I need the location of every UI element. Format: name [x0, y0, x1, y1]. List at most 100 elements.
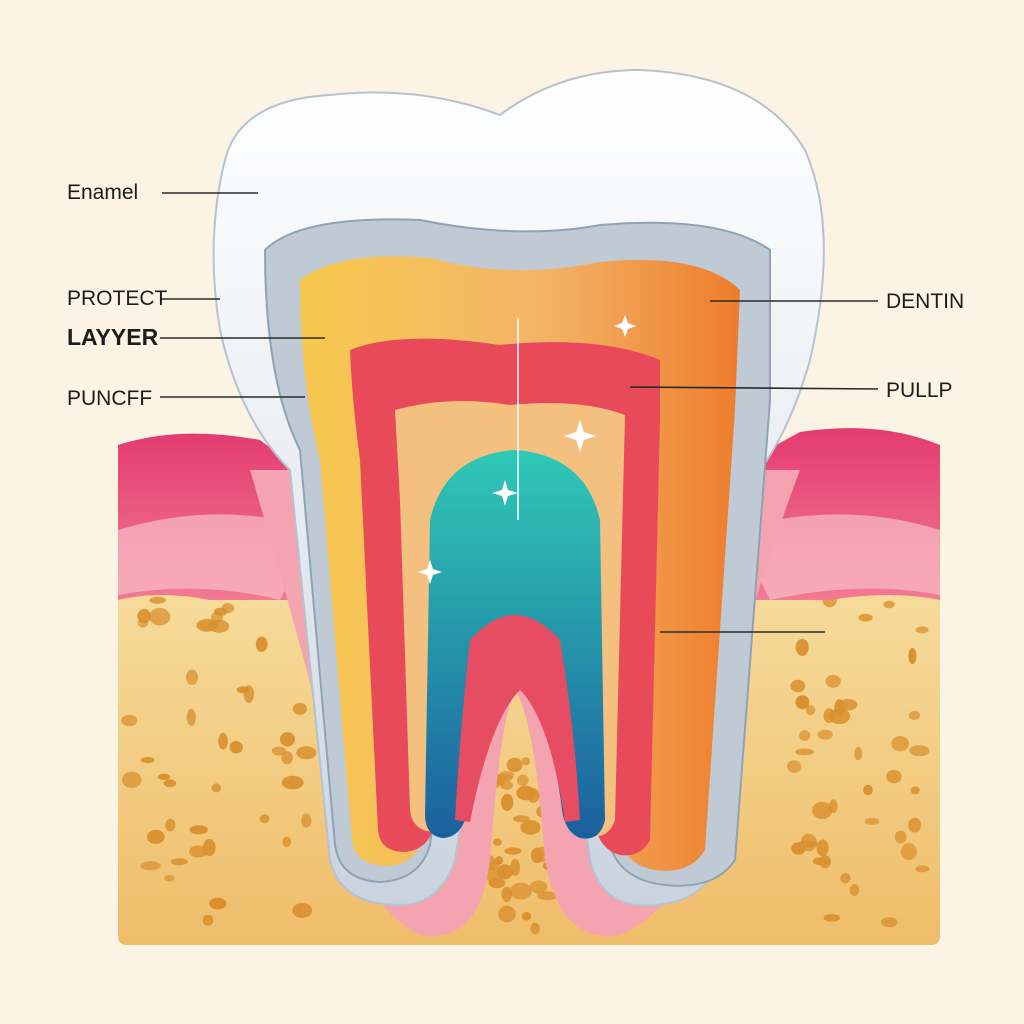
bone-pore [795, 695, 810, 710]
bone-pore [149, 596, 167, 604]
bone-pore [812, 857, 831, 866]
bone-pore [829, 799, 838, 813]
bone-pore [495, 856, 503, 865]
bone-pore [795, 748, 814, 756]
bone-pore [296, 746, 317, 760]
bone-pore [863, 784, 873, 796]
bone-pore [823, 914, 840, 922]
bone-pore [521, 911, 532, 921]
bone-pore [517, 774, 529, 787]
bone-pore [915, 626, 929, 634]
sparkle [564, 420, 596, 452]
bone-pore [825, 674, 841, 688]
bone-pore [838, 698, 858, 711]
bone-pore [537, 891, 559, 901]
bone-pore [189, 845, 208, 858]
bone-pore [908, 648, 917, 664]
bone-pore [137, 618, 149, 628]
bone-pore [186, 708, 196, 726]
bone-pore [163, 779, 177, 788]
root-canal-tissue [455, 615, 580, 822]
bone-pore [909, 745, 930, 757]
bone-pore [521, 757, 530, 766]
gum-light-band [118, 514, 300, 600]
sparkle [418, 560, 442, 584]
pulp-label: PULLP [886, 379, 953, 402]
bone-pore [501, 886, 512, 903]
bone-pore [512, 815, 530, 823]
bone-pore [281, 775, 304, 790]
bone-pore [281, 751, 293, 765]
bone-pore [787, 760, 802, 773]
bone-pore [157, 773, 171, 780]
bone-pore [800, 833, 817, 852]
bone-pore [213, 607, 228, 616]
bone-pores [121, 592, 930, 935]
bone-pore [292, 702, 307, 715]
bone-pore [817, 729, 833, 740]
label-leader-lines [160, 192, 879, 633]
bone-pore [149, 608, 171, 626]
bone-pore [170, 858, 188, 866]
bone-pore [520, 820, 541, 835]
bone-pore [516, 785, 536, 801]
bone-pore [498, 905, 516, 923]
bone-pore [894, 830, 907, 844]
bone-pore [486, 866, 499, 883]
bone-pore [211, 783, 222, 793]
bone-pore [236, 686, 250, 694]
bone-pore [185, 669, 199, 685]
bone-pore [259, 814, 270, 823]
dentin-label: DENTIN [886, 290, 965, 313]
puncff-label: PUNCFF [67, 387, 153, 410]
bone-pore [795, 638, 809, 656]
sparkles [418, 315, 636, 584]
bone-pore [122, 771, 142, 789]
bone-pore [915, 865, 930, 873]
gum-light-band-right [750, 514, 940, 600]
bone-pore [908, 710, 921, 720]
bone-pore [506, 757, 523, 773]
bone-pore [146, 829, 165, 844]
bone-pore [529, 880, 548, 894]
bone-pore [510, 882, 532, 900]
bone-pore [881, 917, 898, 928]
bone-pore [799, 730, 811, 741]
bone-pore [864, 817, 880, 826]
bone-pore [282, 836, 292, 847]
bone-pore [900, 843, 917, 861]
bone-pore [812, 801, 833, 820]
bone-pore [805, 705, 816, 716]
bone-pore [891, 736, 909, 752]
bone-pore [492, 838, 502, 846]
pulp-leader [629, 386, 879, 390]
bone-pore [495, 776, 506, 786]
bone-pore [910, 786, 920, 795]
bone-pore [849, 884, 860, 896]
bone-pore [530, 922, 540, 935]
bone-pore [840, 873, 851, 884]
bone-pore [271, 746, 286, 756]
bone-pore [816, 839, 829, 857]
bone-pore [209, 897, 227, 910]
bone-pore [165, 818, 176, 832]
enamel-label: Enamel [67, 181, 139, 204]
bone-pore [858, 613, 873, 622]
bone-pore [501, 793, 514, 811]
bone-pore [828, 708, 851, 725]
bone-pore [164, 875, 175, 882]
bone-pore [202, 914, 214, 926]
bone-pore [790, 679, 806, 693]
bone-pore [883, 600, 895, 609]
bone-pore [229, 741, 243, 754]
bone-pore [196, 619, 218, 632]
bone-pore [292, 903, 313, 918]
sparkle [614, 315, 636, 337]
bone-pore [121, 714, 138, 727]
layer-label: LAYYER [67, 324, 159, 350]
bone-pore [140, 757, 155, 764]
bone-pore [301, 813, 312, 828]
bone-pore [496, 864, 513, 880]
